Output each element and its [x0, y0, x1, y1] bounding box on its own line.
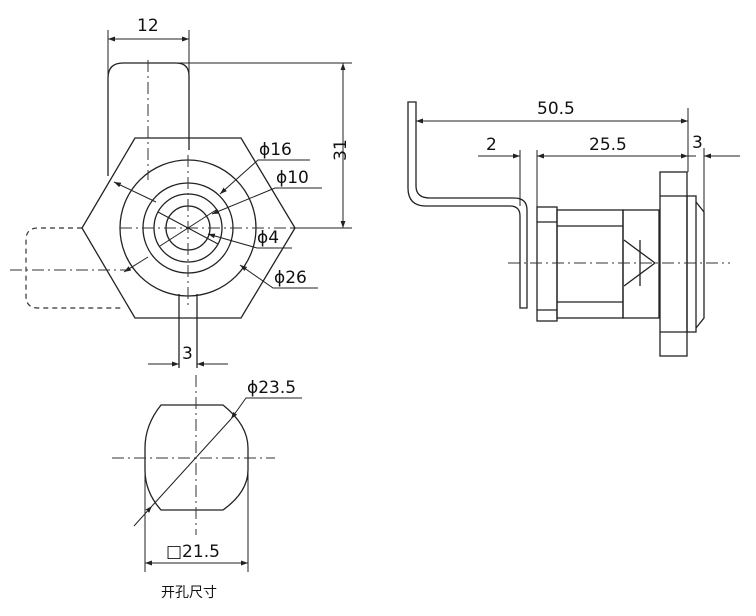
side-cam-lever — [407, 101, 528, 309]
dim-21.5-label: □21.5 — [166, 542, 220, 562]
cutout-outline — [144, 404, 249, 511]
front-view: 12 31 ϕ16 ϕ10 ϕ4 ϕ26 3 — [10, 16, 352, 368]
side-flange-outer — [659, 171, 688, 357]
cam-lever-outline — [107, 62, 190, 176]
dim-25.5-label: 25.5 — [589, 135, 627, 155]
centerline-diagonal-b — [159, 209, 217, 247]
dim-d26-leader-back — [123, 256, 149, 273]
dim-d4-leader — [207, 233, 292, 249]
cam-lever-alt-position — [25, 227, 124, 309]
dim-d23.5-diagonal — [151, 418, 232, 507]
dim-d26-label: ϕ26 — [274, 268, 307, 288]
dim-d16-leader — [219, 159, 310, 195]
dim-d23.5-leader — [230, 397, 302, 420]
dim-3f-label: 3 — [692, 133, 703, 153]
dim-2-label: 2 — [486, 135, 497, 155]
side-view: 50.5 2 25.5 3 — [407, 99, 740, 357]
dim-d4-label: ϕ4 — [257, 228, 279, 248]
dim-d23.5-tail — [133, 505, 153, 527]
side-flange-lip — [695, 201, 705, 329]
dim-50.5-label: 50.5 — [537, 99, 575, 119]
dim-31-label: 31 — [331, 139, 351, 161]
side-hex-section — [622, 209, 660, 319]
cutout-view: ϕ23.5 □21.5 开孔尺寸 — [112, 375, 302, 601]
hex-nut-outline — [81, 137, 296, 319]
dim-d10-leader — [211, 187, 322, 215]
side-hex-chamfer — [623, 239, 657, 287]
dim-d10-label: ϕ10 — [276, 168, 309, 188]
dim-12-label: 12 — [137, 16, 159, 36]
side-flange-inner — [686, 195, 697, 333]
dim-d23.5-label: ϕ23.5 — [247, 378, 296, 398]
dim-d16-leader-back — [113, 181, 157, 203]
side-nut-small — [536, 206, 558, 322]
dim-d26-leader — [239, 264, 318, 289]
dim-3-label: 3 — [182, 344, 193, 364]
dim-d16-label: ϕ16 — [259, 140, 292, 160]
cutout-caption: 开孔尺寸 — [161, 585, 217, 601]
